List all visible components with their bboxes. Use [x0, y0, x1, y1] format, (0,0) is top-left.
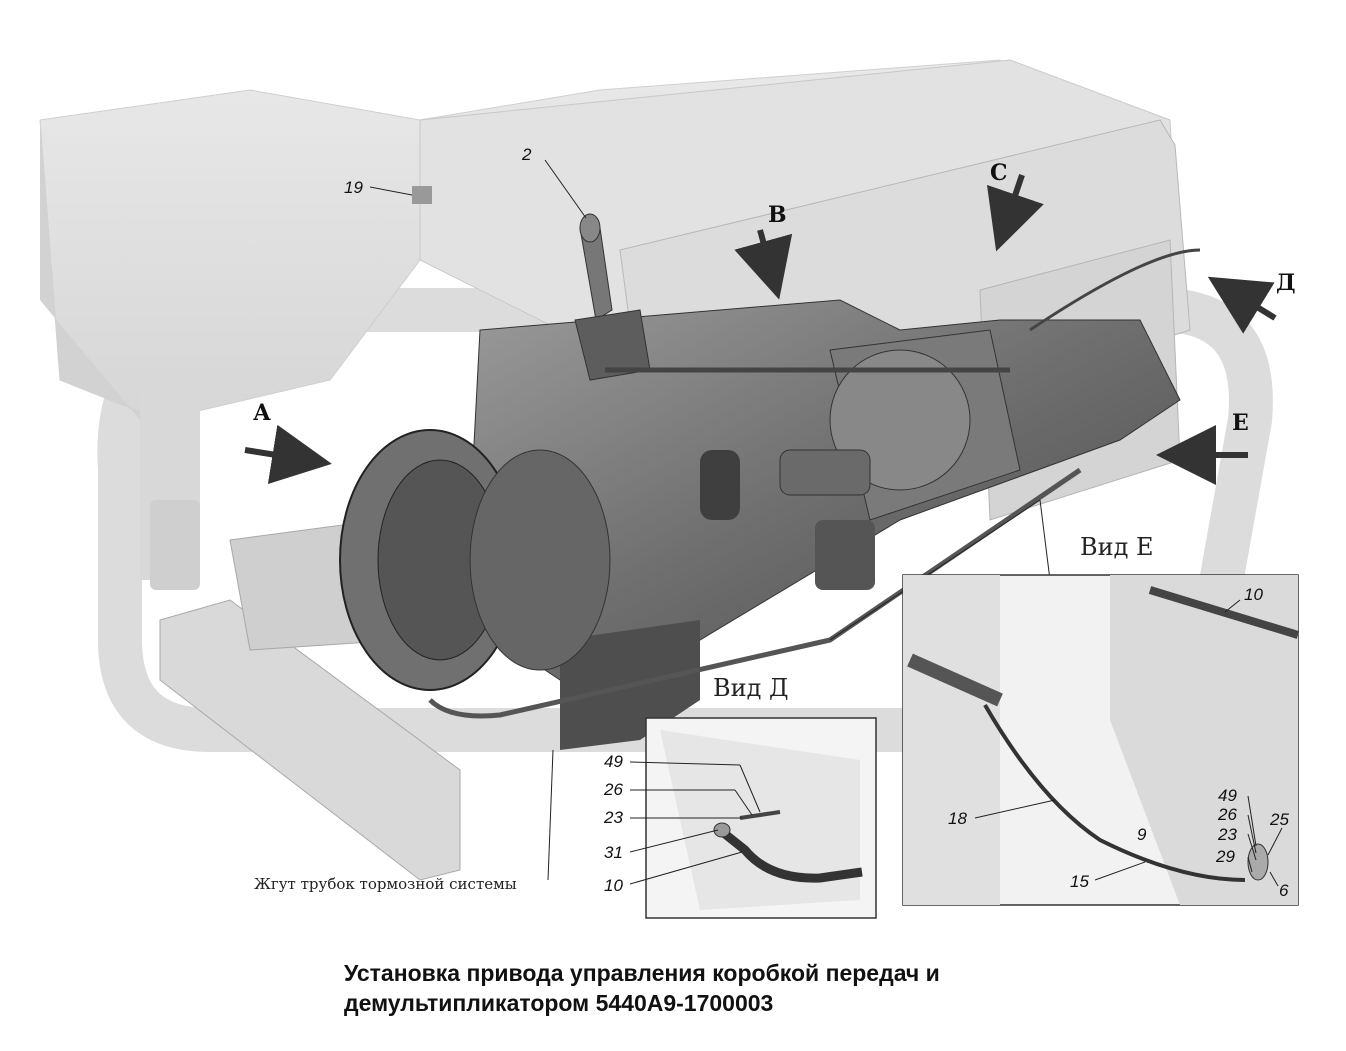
- callout-e-18: 18: [948, 809, 967, 828]
- leader-lines-view-e: [974, 599, 1283, 887]
- fan-shroud: [339, 429, 611, 691]
- leader-lines-view-d: [629, 761, 761, 885]
- callout-e-26: 26: [1217, 805, 1237, 824]
- callout-e-29: 29: [1215, 847, 1235, 866]
- view-arrows: [244, 174, 1277, 485]
- callout-d-23: 23: [603, 808, 623, 827]
- callout-d-26: 26: [603, 780, 623, 799]
- callout-e-49: 49: [1218, 786, 1237, 805]
- callout-19: 19: [344, 178, 363, 197]
- cable-line: [1029, 248, 1201, 332]
- view-letter-a: А: [253, 400, 271, 426]
- callout-e-23: 23: [1217, 825, 1237, 844]
- inset-title-view-e: Вид Е: [1080, 533, 1154, 561]
- callout-2: 2: [521, 145, 532, 164]
- arrow-b: [734, 229, 793, 300]
- view-letter-c: С: [990, 160, 1008, 186]
- callout-e-9: 9: [1137, 825, 1147, 844]
- view-letter-e: Е: [1232, 410, 1249, 436]
- gear-lever: [574, 213, 651, 381]
- diagram-title-line-2: демультипликатором 5440А9-1700003: [344, 990, 774, 1016]
- callout-d-31: 31: [604, 843, 623, 862]
- arrow-a: [244, 424, 332, 485]
- callout-d-49: 49: [604, 752, 623, 771]
- brake-harness-note: Жгут трубок тормозной системы: [254, 875, 517, 893]
- diagram-title: Установка привода управления коробкой пе…: [344, 958, 1244, 1018]
- diagram-title-line-1: Установка привода управления коробкой пе…: [344, 960, 940, 986]
- brake-tube-harness: [428, 467, 1082, 719]
- callout-e-10: 10: [1244, 585, 1263, 604]
- inset-view-e: [902, 574, 1300, 906]
- inset-title-view-d: Вид Д: [713, 674, 789, 702]
- leader-lines-main: [369, 159, 1051, 881]
- view-letter-d: Д: [1276, 270, 1296, 296]
- part-19-marker: [412, 186, 432, 204]
- callout-d-10: 10: [604, 876, 623, 895]
- callout-e-15: 15: [1070, 872, 1089, 891]
- inset-view-d: [645, 717, 877, 919]
- callout-e-25: 25: [1269, 810, 1289, 829]
- arrow-d: [1207, 276, 1277, 334]
- callout-e-6: 6: [1279, 881, 1289, 900]
- view-letter-b: В: [768, 202, 787, 228]
- arrow-c: [986, 174, 1044, 252]
